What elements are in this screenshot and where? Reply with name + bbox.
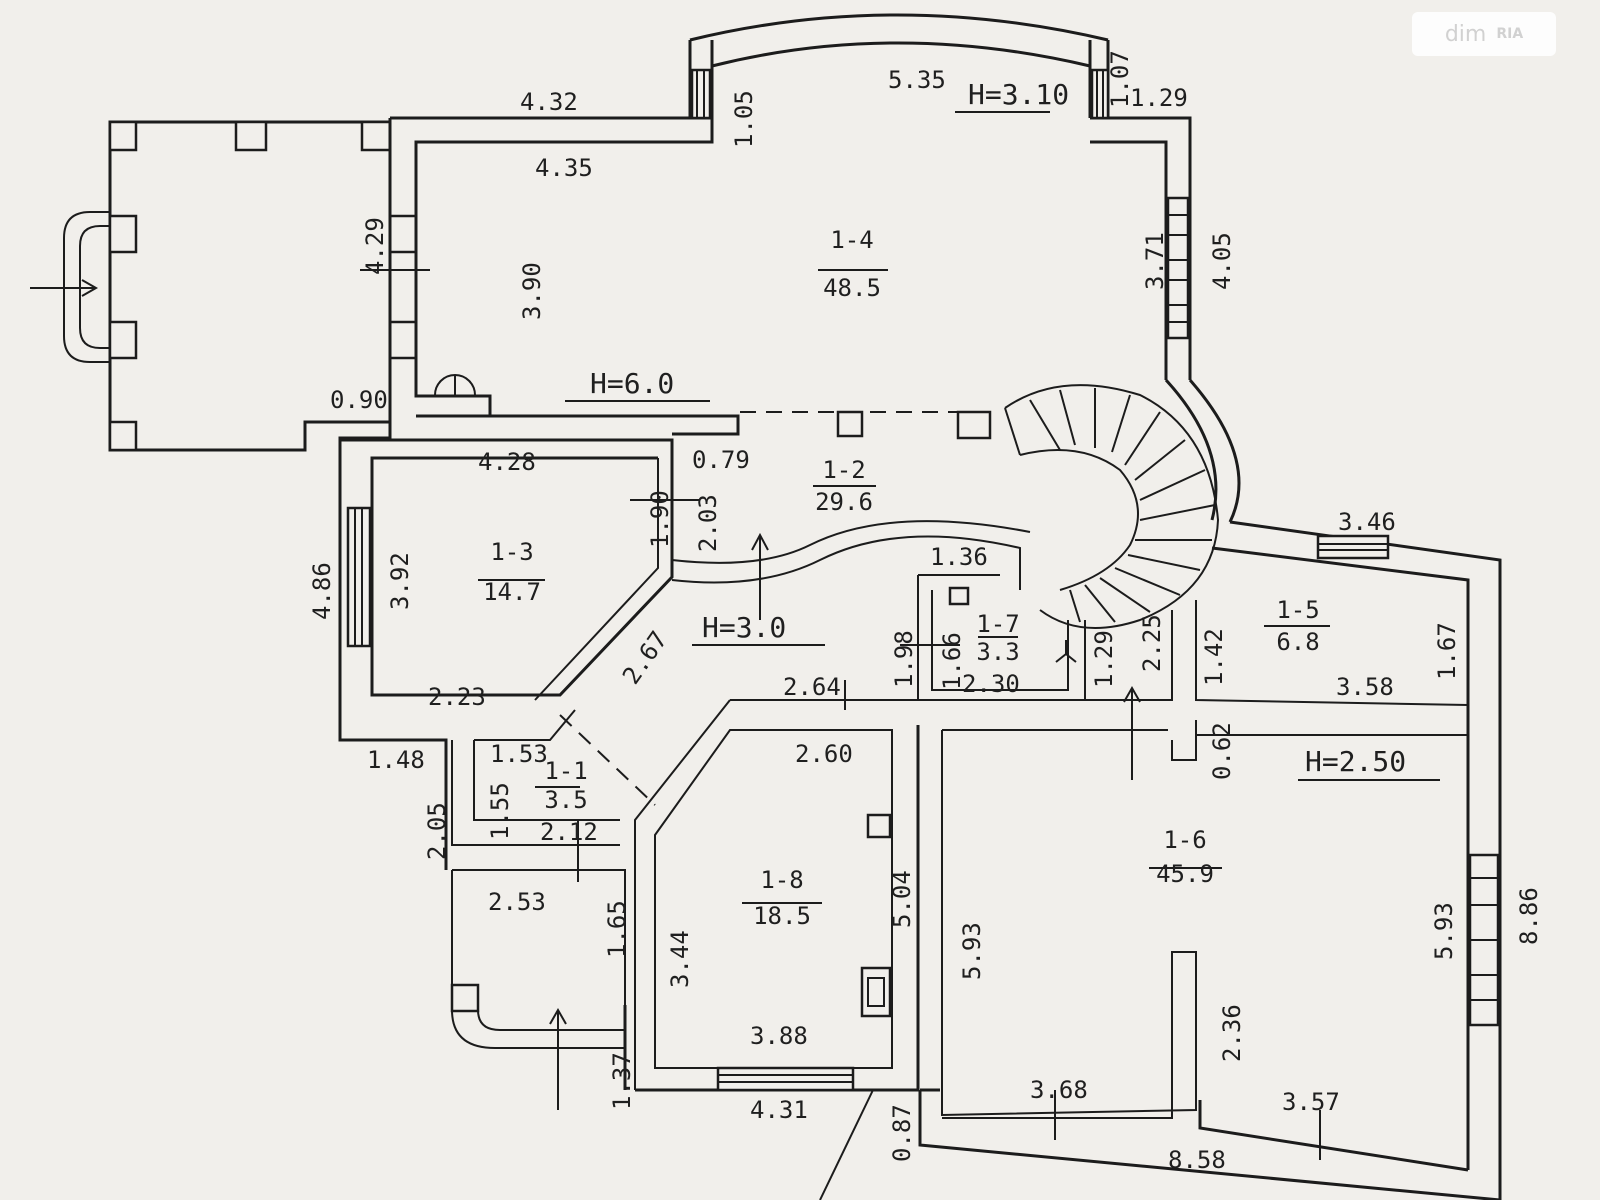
dimension-label: 2.60 xyxy=(795,740,853,768)
room-area: 48.5 xyxy=(823,274,881,302)
dimension-label: 3.68 xyxy=(1030,1076,1088,1104)
dimension-label: 2.64 xyxy=(783,673,841,701)
dimension-lines xyxy=(30,111,1440,1200)
dimension-label: 2.05 xyxy=(423,802,451,860)
watermark-text: dim xyxy=(1444,21,1487,47)
dimension-label: 4.28 xyxy=(478,448,536,476)
height-label: H=2.50 xyxy=(1305,745,1406,778)
dimension-label: 5.04 xyxy=(888,870,916,928)
dimension-label: 5.93 xyxy=(1430,902,1458,960)
room-number: 1-1 xyxy=(544,757,587,785)
dimension-label: 4.86 xyxy=(308,562,336,620)
dimension-label: 1.29 xyxy=(1090,630,1118,688)
dimension-label: 1.48 xyxy=(367,746,425,774)
dimension-label: 0.79 xyxy=(692,446,750,474)
room-area: 6.8 xyxy=(1276,628,1319,656)
watermark-logo: dim RIA xyxy=(1412,12,1556,56)
dimension-label: 0.87 xyxy=(888,1104,916,1162)
dimension-label: 1.07 xyxy=(1106,50,1134,108)
room-area: 45.9 xyxy=(1156,860,1214,888)
dimension-label: 3.90 xyxy=(518,262,546,320)
dimension-label: 5.35 xyxy=(888,66,946,94)
dimension-label: 3.46 xyxy=(1338,508,1396,536)
dimension-label: 2.03 xyxy=(694,494,722,552)
dimension-label: 5.93 xyxy=(958,922,986,980)
room-number: 1-3 xyxy=(490,538,533,566)
height-label: H=3.10 xyxy=(968,78,1069,111)
dimension-label: 4.31 xyxy=(750,1096,808,1124)
dimension-label: 2.53 xyxy=(488,888,546,916)
walls xyxy=(63,13,1502,1200)
height-label: H=6.0 xyxy=(590,367,674,400)
room-number: 1-8 xyxy=(760,866,803,894)
dimension-label: 1.98 xyxy=(890,630,918,688)
dimension-label: 0.90 xyxy=(330,386,388,414)
dimension-label: 1.53 xyxy=(490,740,548,768)
dimension-label: 1.05 xyxy=(730,90,758,148)
room-number: 1-4 xyxy=(830,226,873,254)
dimension-label: 3.57 xyxy=(1282,1088,1340,1116)
dimension-label: 1.55 xyxy=(486,782,514,840)
room-number: 1-2 xyxy=(822,456,865,484)
ceiling-height-labels: H=3.10 H=6.0 H=3.0 H=2.50 xyxy=(590,78,1406,778)
height-label: H=3.0 xyxy=(702,611,786,644)
room-area: 18.5 xyxy=(753,902,811,930)
room-area: 3.3 xyxy=(976,638,1019,666)
room-area: 3.5 xyxy=(544,786,587,814)
watermark-badge: RIA xyxy=(1496,26,1524,42)
dimension-label: 1.36 xyxy=(930,543,988,571)
room-number: 1-7 xyxy=(976,610,1019,638)
room-number: 1-5 xyxy=(1276,596,1319,624)
dimension-label: 3.88 xyxy=(750,1022,808,1050)
spiral-staircase xyxy=(1004,384,1220,629)
room-area: 14.7 xyxy=(483,578,541,606)
dimension-label: 3.58 xyxy=(1336,673,1394,701)
dimension-label: 4.35 xyxy=(535,154,593,182)
dimension-label: 2.30 xyxy=(962,670,1020,698)
windows xyxy=(346,68,1500,1092)
room-labels: 1-4 48.5 1-2 29.6 1-3 14.7 1-5 6.8 1-7 3… xyxy=(483,226,1320,930)
dimension-label: 2.67 xyxy=(617,626,673,689)
dimension-label: 1.37 xyxy=(608,1052,636,1110)
dimension-label: 1.42 xyxy=(1200,628,1228,686)
fixtures xyxy=(434,374,970,1018)
dimension-label: 4.29 xyxy=(361,217,389,275)
dimension-label: 1.90 xyxy=(646,490,674,548)
dimension-label: 0.62 xyxy=(1208,722,1236,780)
dimension-label: 1.65 xyxy=(603,900,631,958)
room-area: 29.6 xyxy=(815,488,873,516)
dimension-label: 2.12 xyxy=(540,818,598,846)
dimension-label: 4.05 xyxy=(1208,232,1236,290)
dimension-label: 8.86 xyxy=(1515,887,1543,945)
dimension-label: 1.29 xyxy=(1130,84,1188,112)
dimension-label: 8.58 xyxy=(1168,1146,1226,1174)
dimension-label: 1.67 xyxy=(1433,622,1461,680)
dimension-label: 3.71 xyxy=(1141,232,1169,290)
dimension-label: 4.32 xyxy=(520,88,578,116)
dimension-label: 3.44 xyxy=(666,930,694,988)
dimension-label: 2.36 xyxy=(1218,1004,1246,1062)
dimension-label: 3.92 xyxy=(386,552,414,610)
dimension-label: 1.66 xyxy=(938,632,966,690)
dimension-label: 2.25 xyxy=(1138,614,1166,672)
dimension-label: 2.23 xyxy=(428,683,486,711)
room-number: 1-6 xyxy=(1163,826,1206,854)
dimension-labels: 4.32 5.35 1.07 1.29 1.05 4.35 4.29 3.90 … xyxy=(308,50,1543,1174)
